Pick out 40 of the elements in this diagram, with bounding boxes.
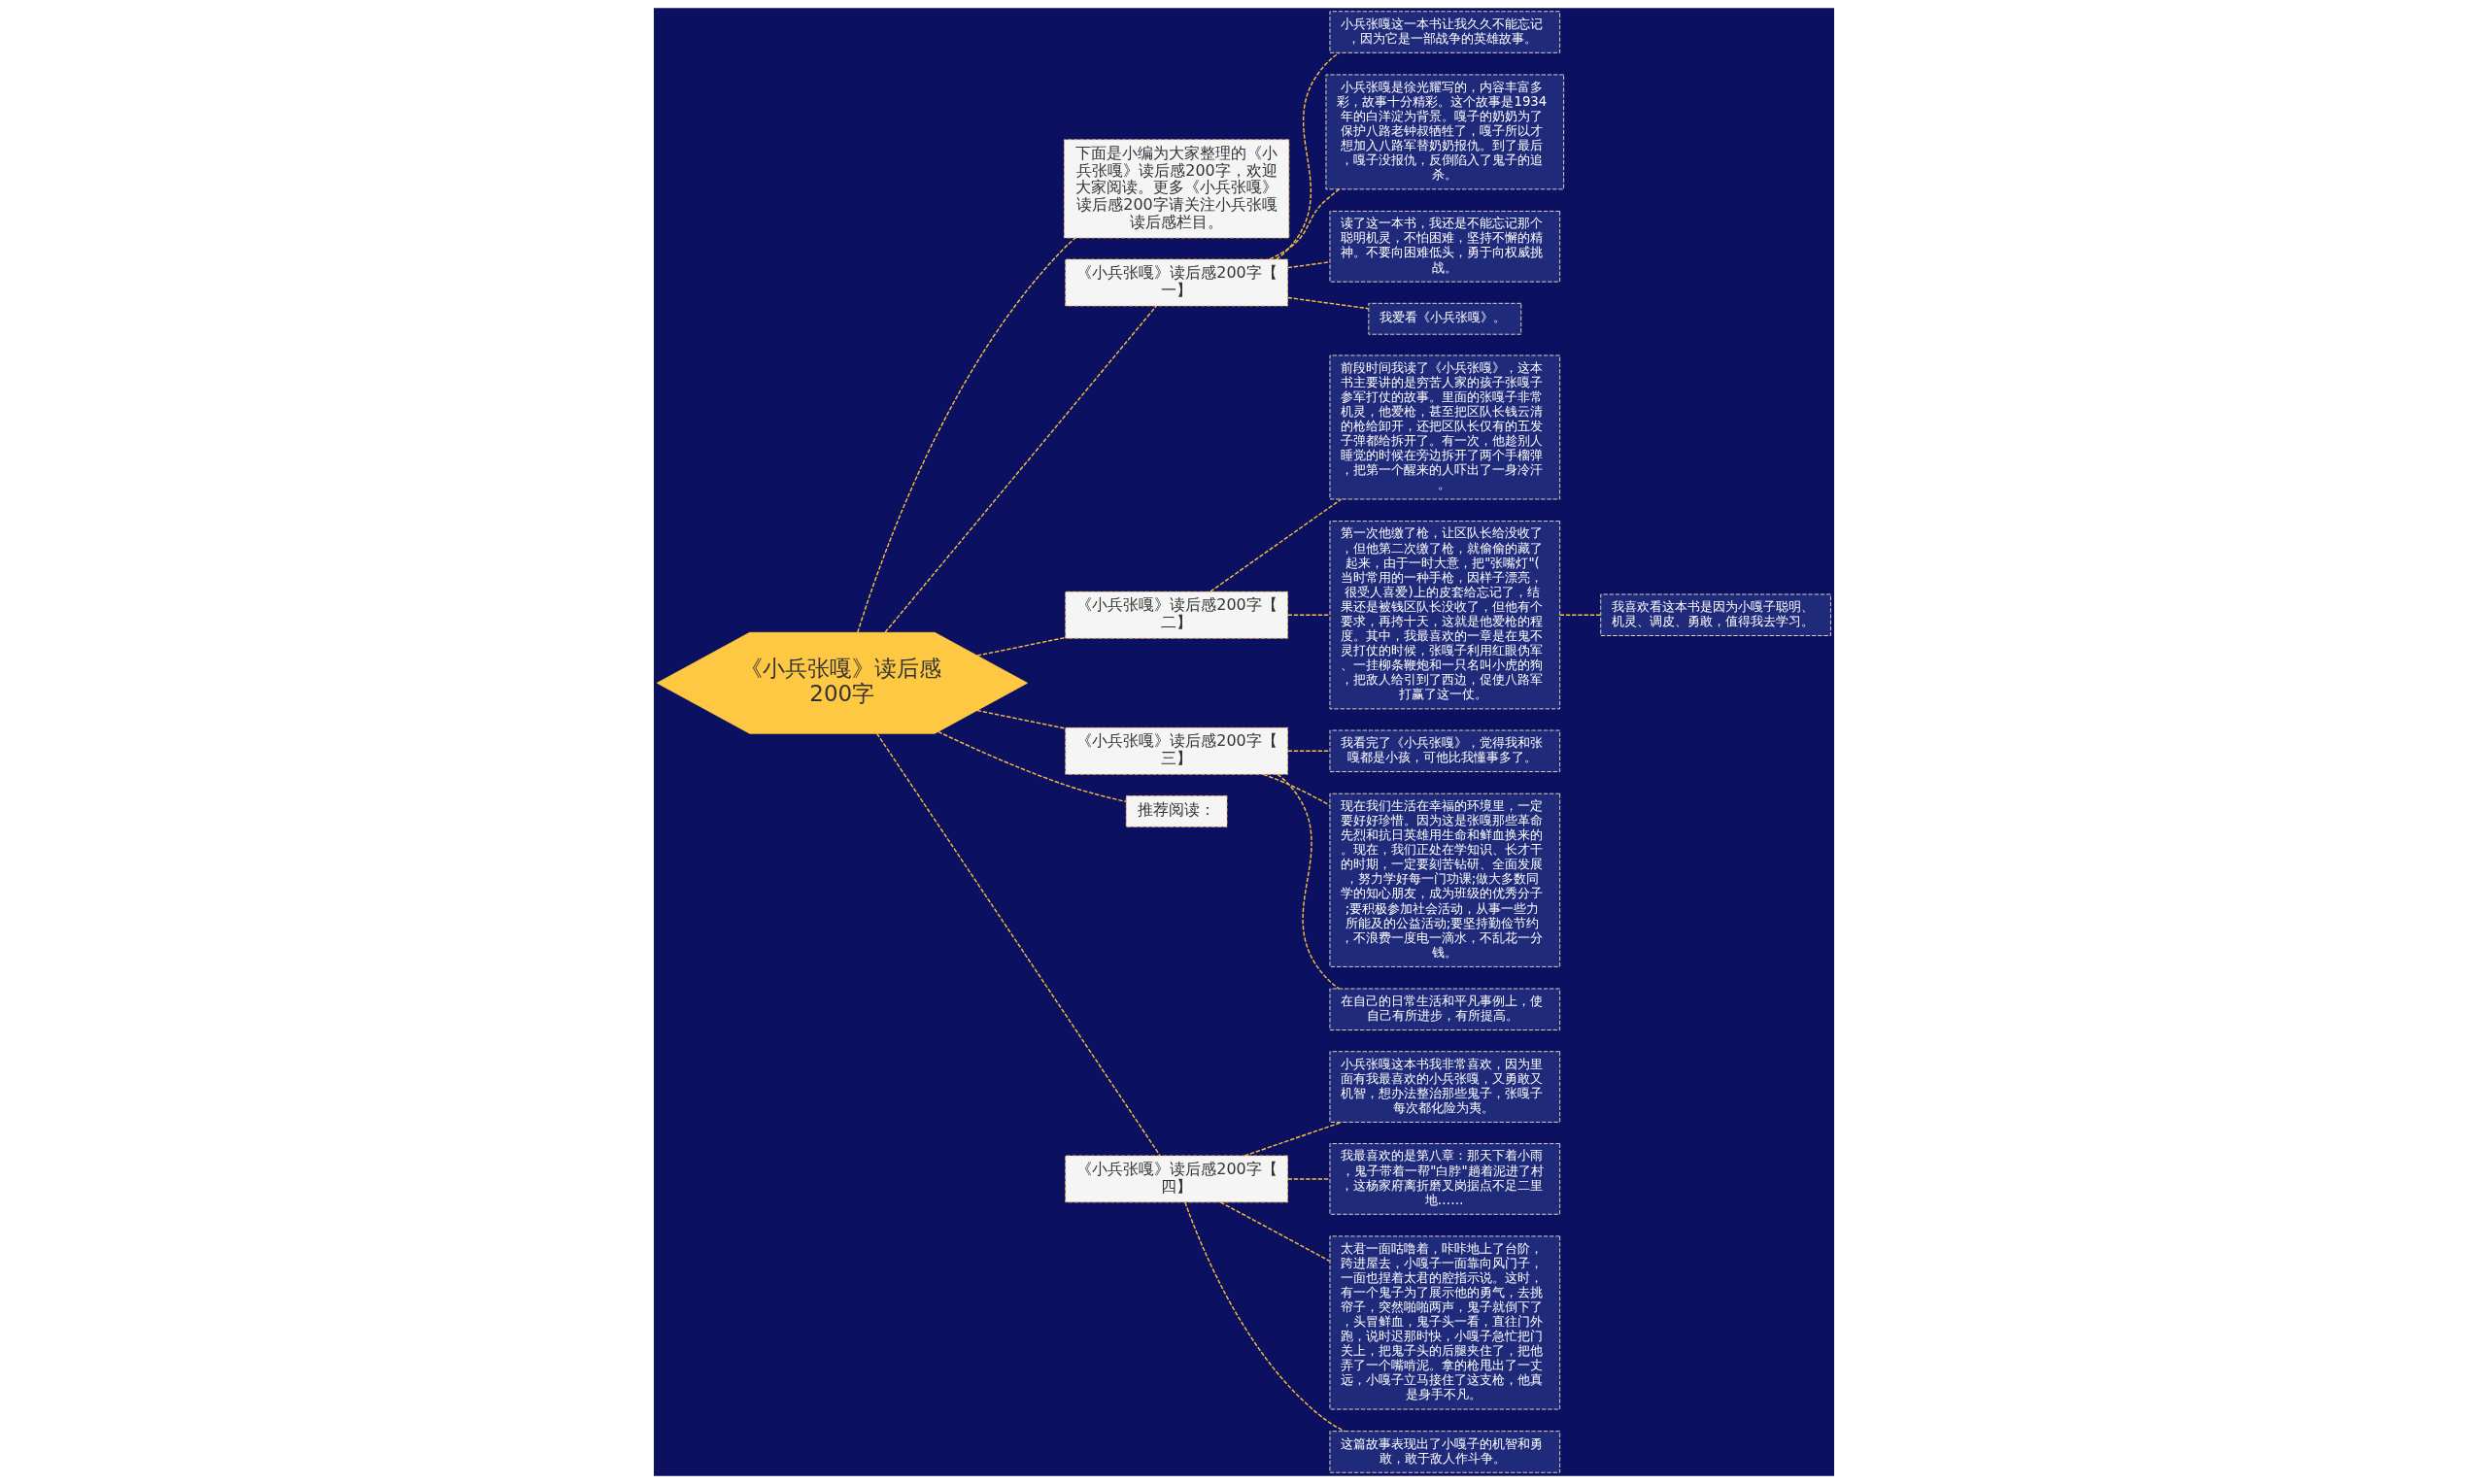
connector [1244, 1121, 1343, 1157]
node-box: 我最喜欢的是第八章：那天下着小雨，鬼子带着一帮"白脖"趟着泥进了村，这杨家府离折磨叉岗据点不足二里地…… [1328, 1143, 1560, 1215]
connector [975, 709, 1066, 729]
node-box: 第一次他缴了枪，让区队长给没收了，但他第二次缴了枪，就偷偷的藏了起来，由于一时大意，把"张嘴灯"(当时常用的一种手枪，因样子漂亮，很受人喜爱)上的皮套给忘记了，结果还是被钱区队长没收了，但他有个要求，再挎十天，这就是他爱枪的程度。其中，我最喜欢的一章是在鬼不灵打仗的时候，张嘎子利用红眼伪军、一挂柳条鞭炮和一只名叫小虎的狗，把敌人给引到了西边，促使八路军打赢了这一仗。 [1328, 521, 1560, 710]
connector [937, 730, 1127, 803]
connector [1286, 1178, 1331, 1180]
connector [1209, 498, 1342, 592]
node-box: 《小兵张嘎》读后感200字【一】 [1064, 258, 1288, 307]
connector [1183, 1201, 1346, 1433]
connector [1286, 296, 1369, 310]
connector [1286, 614, 1331, 616]
node-box: 我看完了《小兵张嘎》，觉得我和张嘎都是小孩，可他比我懂事多了。 [1328, 729, 1560, 773]
node-box: 下面是小编为大家整理的《小兵张嘎》读后感200字，欢迎大家阅读。更多《小兵张嘎》读后感200字请关注小兵张嘎读后感栏目。 [1063, 139, 1289, 239]
connector [1262, 773, 1331, 806]
node-box: 推荐阅读： [1125, 794, 1227, 827]
node-box: 小兵张嘎这一本书让我久久不能忘记，因为它是一部战争的英雄故事。 [1328, 11, 1560, 53]
node-box: 前段时间我读了《小兵张嘎》，这本书主要讲的是穷苦人家的孩子张嘎子参军打仗的故事。里面的张嘎子非常机灵，他爱枪，甚至把区队长钱云清的枪给卸开，还把区队长仅有的五发子弹都给拆开了。有一次，他趁别人睡觉的时候在旁边拆开了两个手榴弹，把第一个醒来的人吓出了一身冷汗。 [1328, 354, 1560, 500]
connector [1268, 188, 1340, 260]
node-box: 《小兵张嘎》读后感200字【四】 [1064, 1155, 1288, 1203]
connector [975, 636, 1066, 657]
connector [856, 237, 1076, 633]
node-box: 《小兵张嘎》读后感200字【三】 [1064, 726, 1288, 775]
node-box: 读了这一本书，我还是不能忘记那个聪明机灵，不怕困难，坚持不懈的精神。不要向困难低头，勇于向权威挑战。 [1328, 211, 1560, 283]
connector [1219, 1201, 1330, 1263]
connector [1286, 261, 1331, 269]
connector [1275, 51, 1340, 260]
node-box: 在自己的日常生活和平凡事例上，使自己有所进步，有所提高。 [1328, 988, 1560, 1030]
connector [1558, 614, 1601, 616]
connector [1286, 750, 1331, 752]
connector [1276, 773, 1340, 990]
node-box: 现在我们生活在幸福的环境里，一定要好好珍惜。因为这是张嘎那些革命先烈和抗日英雄用生命和鲜血换来的。现在，我们正处在学知识、长才干的时期，一定要刻苦钻研、全面发展，努力学好每一门功课;做大多数同学的知心朋友，成为班级的优秀分子;要积极参加社会活动，从事一些力所能及的公益活动;要坚持勤俭节约，不浪费一度电一滴水，不乱花一分钱。 [1328, 793, 1560, 967]
node-box: 这篇故事表现出了小嘎子的机智和勇敢，敢于敌人作斗争。 [1328, 1431, 1560, 1473]
node-box: 《小兵张嘎》读后感200字【二】 [1064, 590, 1288, 639]
node-box: 小兵张嘎是徐光耀写的，内容丰富多彩，故事十分精彩。这个故事是1934年的白洋淀为背景。嘎子的奶奶为了保护八路老钟叔牺牲了，嘎子所以才想加入八路军替奶奶报仇。到了最后，嘎子没报仇，反倒陷入了鬼子的追杀。 [1325, 74, 1564, 190]
node-box: 我喜欢看这本书是因为小嘎子聪明、机灵、调皮、勇敢，值得我去学习。 [1599, 593, 1831, 636]
connector [875, 732, 1161, 1157]
node-box: 小兵张嘎这本书我非常喜欢，因为里面有我最喜欢的小兵张嘎，又勇敢又机智，想办法整治那些鬼子，张嘎子每次都化险为夷。 [1328, 1051, 1560, 1123]
node-box: 太君一面咕噜着，咔咔地上了台阶，跨进屋去，小嘎子一面靠向风门子，一面也捏着太君的腔指示说。这时，有一个鬼子为了展示他的勇气，去挑帘子，突然啪啪两声，鬼子就倒下了，头冒鲜血，鬼子头一看，直往门外跑，说时迟那时快，小嘎子急忙把门关上，把鬼子头的后腿夹住了，把他弄了一个嘴啃泥。拿的枪甩出了一丈远，小嘎子立马接住了这支枪，他真是身手不凡。 [1328, 1235, 1560, 1410]
node-box: 我爱看《小兵张嘎》。 [1367, 302, 1521, 335]
connector [883, 305, 1157, 633]
